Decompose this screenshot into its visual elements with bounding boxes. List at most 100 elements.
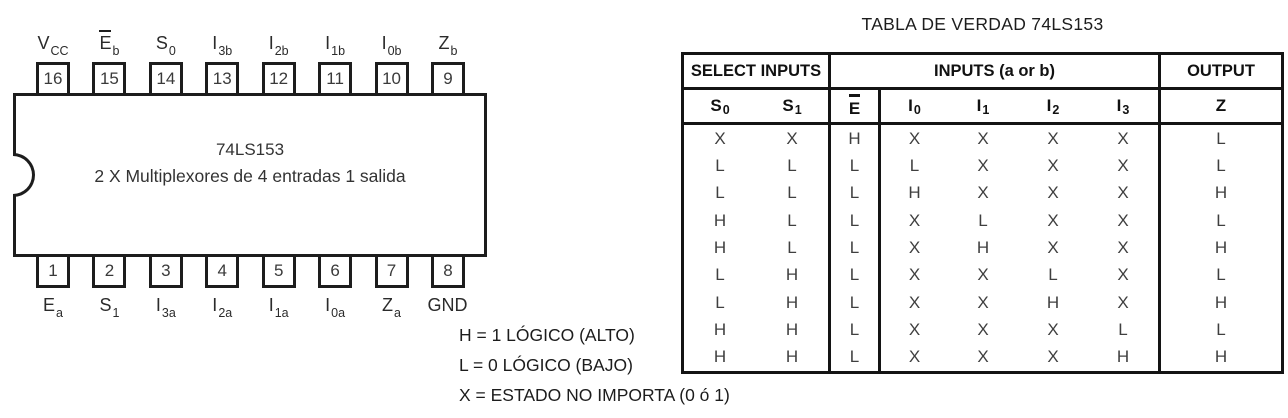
pin-box-2: 2 <box>92 254 127 288</box>
tt-cell: L <box>715 265 725 285</box>
pin-box-15: 15 <box>92 62 127 96</box>
tt-cell: X <box>1047 210 1059 230</box>
pin-label-base: S <box>99 295 112 315</box>
tt-cell: L <box>828 152 878 180</box>
pin-box-8: 8 <box>430 254 465 288</box>
tt-cell: X <box>1047 347 1059 367</box>
tt-col-enable: E <box>828 90 878 125</box>
pin-label-base: V <box>37 33 50 53</box>
tt-cell: L <box>878 152 948 180</box>
pin-label-base: Z <box>438 33 450 53</box>
pin-label-sub: CC <box>50 44 69 58</box>
tt-cell: X <box>977 265 989 285</box>
chip-body <box>13 93 487 257</box>
tt-cell: L <box>828 289 878 317</box>
tt-cell: H <box>1158 343 1281 371</box>
pin-box-1: 1 <box>36 254 70 288</box>
tt-col-base: S <box>782 96 794 115</box>
tt-cell: X <box>714 128 726 148</box>
tt-cell: X <box>1117 237 1129 257</box>
tt-cell: L <box>1158 152 1281 180</box>
chip-description: 2 X Multiplexores de 4 entradas 1 salida <box>94 166 406 186</box>
tt-cell: L <box>828 343 878 371</box>
tt-cell: X <box>977 155 989 175</box>
tt-cell: X <box>878 316 948 344</box>
tt-cell: L <box>715 155 725 175</box>
pin-label-base: I <box>268 295 274 315</box>
tt-col-base: S <box>710 96 722 115</box>
tt-cell: L <box>828 316 878 344</box>
pin-label-sub: 2b <box>274 44 289 58</box>
tt-cell: H <box>713 319 727 339</box>
tt-col-sub: 2 <box>1052 103 1060 117</box>
tt-cell: L <box>828 234 878 262</box>
pin-box-9: 9 <box>430 62 465 96</box>
pin-label-sub: b <box>112 44 120 58</box>
pin-label-base: GND <box>427 295 468 315</box>
tt-cell: H <box>976 237 990 257</box>
tt-cell: X <box>878 125 948 153</box>
tt-cell: X <box>1117 210 1129 230</box>
pin-label-sub: 2a <box>218 306 233 320</box>
tt-col-z: Z <box>1158 90 1281 125</box>
bottom-pin-row: 1 2 3 4 5 6 7 8 <box>36 254 465 288</box>
tt-group-header-output: OUTPUT <box>1158 55 1281 90</box>
tt-cell: L <box>787 183 797 203</box>
pin-label-base: I <box>212 33 218 53</box>
tt-cell: X <box>1117 265 1129 285</box>
tt-col-sub: 1 <box>982 103 990 117</box>
pin-label-sub: b <box>450 44 458 58</box>
pin-label-sub: a <box>394 306 401 320</box>
tt-group-header-inputs: INPUTS (a or b) <box>828 55 1158 90</box>
chip-part-number: 74LS153 <box>215 140 285 159</box>
tt-col-sub: 0 <box>722 103 730 117</box>
tt-group-header-select: SELECT INPUTS <box>684 55 828 90</box>
pin-label-base: I <box>155 295 161 315</box>
tt-cell: H <box>1158 289 1281 317</box>
pin-box-16: 16 <box>36 62 70 96</box>
pin-label-sub: 1b <box>331 44 346 58</box>
tt-cell: X <box>1047 183 1059 203</box>
tt-cell: X <box>977 183 989 203</box>
pin-label-base: I <box>212 295 218 315</box>
tt-cell: L <box>787 237 797 257</box>
tt-cell: X <box>1047 237 1059 257</box>
tt-cell: L <box>828 179 878 207</box>
tt-cell: X <box>977 292 989 312</box>
truth-table-title: TABLA DE VERDAD 74LS153 <box>861 14 1104 34</box>
tt-col-base: I <box>908 96 913 115</box>
tt-cell: H <box>713 237 727 257</box>
pin-box-12: 12 <box>261 62 296 96</box>
tt-cell: X <box>878 234 948 262</box>
tt-cell: L <box>1158 125 1281 153</box>
pin-box-7: 7 <box>374 254 409 288</box>
tt-cell: L <box>1158 316 1281 344</box>
tt-cell: L <box>1118 319 1128 339</box>
tt-cell: H <box>713 347 727 367</box>
tt-cell: X <box>1117 128 1129 148</box>
tt-col-sub: 0 <box>913 103 921 117</box>
tt-col-base: I <box>1046 96 1052 115</box>
pin-box-6: 6 <box>318 254 353 288</box>
tt-cell: X <box>1047 128 1059 148</box>
tt-cell: L <box>1158 261 1281 289</box>
tt-cell: X <box>1047 155 1059 175</box>
tt-cell: H <box>1046 292 1060 312</box>
pin-label-base-overline: E <box>99 30 112 54</box>
pin-box-5: 5 <box>261 254 296 288</box>
